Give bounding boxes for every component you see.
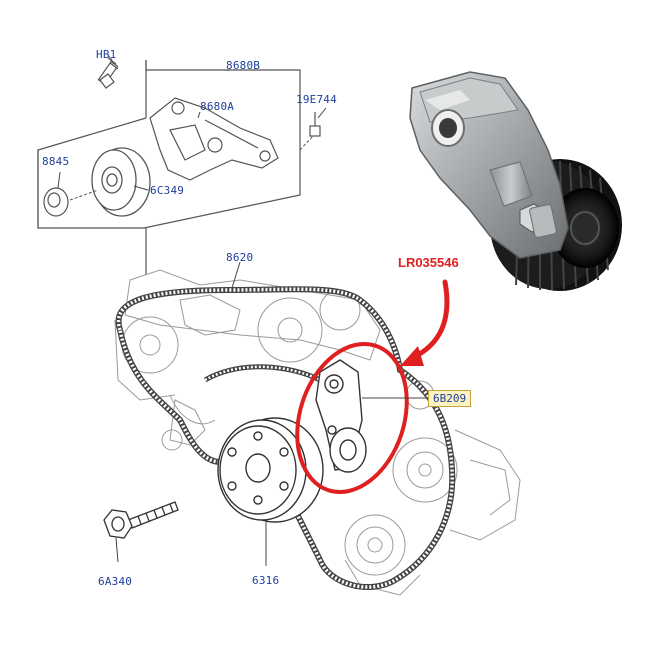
crank-pulley-6316-drawing [217, 417, 324, 523]
bracket-8680a-drawing [149, 97, 279, 181]
label-19e744: 19E744 [296, 93, 337, 106]
label-8845: 8845 [42, 155, 70, 168]
engine-front-line-art [114, 269, 521, 596]
label-6b209: 6B209 [428, 390, 472, 407]
label-6a340: 6A340 [98, 575, 133, 588]
label-lr035546: LR035546 [398, 255, 459, 270]
label-hb1: HB1 [96, 48, 117, 61]
bolt-6a340-drawing [103, 501, 179, 539]
bolt-8845-drawing [43, 187, 69, 217]
leader-lines [57, 70, 428, 566]
label-8620: 8620 [226, 251, 254, 264]
drive-belt-8620 [115, 286, 456, 591]
bolt-19e744-drawing [309, 112, 321, 137]
tensioner-highlight-circle [295, 341, 409, 495]
tensioner-product-photo [409, 71, 622, 291]
label-8680b: 8680B [226, 59, 261, 72]
label-6c349: 6C349 [150, 184, 185, 197]
red-pointer-arrow [400, 279, 450, 366]
label-8680a: 8680A [200, 100, 235, 113]
assembly-group-box [37, 60, 301, 275]
label-6316: 6316 [252, 574, 280, 587]
bolt-hb1-drawing [97, 57, 119, 89]
tensioner-6b209-drawing [315, 359, 367, 473]
idler-pulley-6c349-drawing [91, 147, 151, 217]
